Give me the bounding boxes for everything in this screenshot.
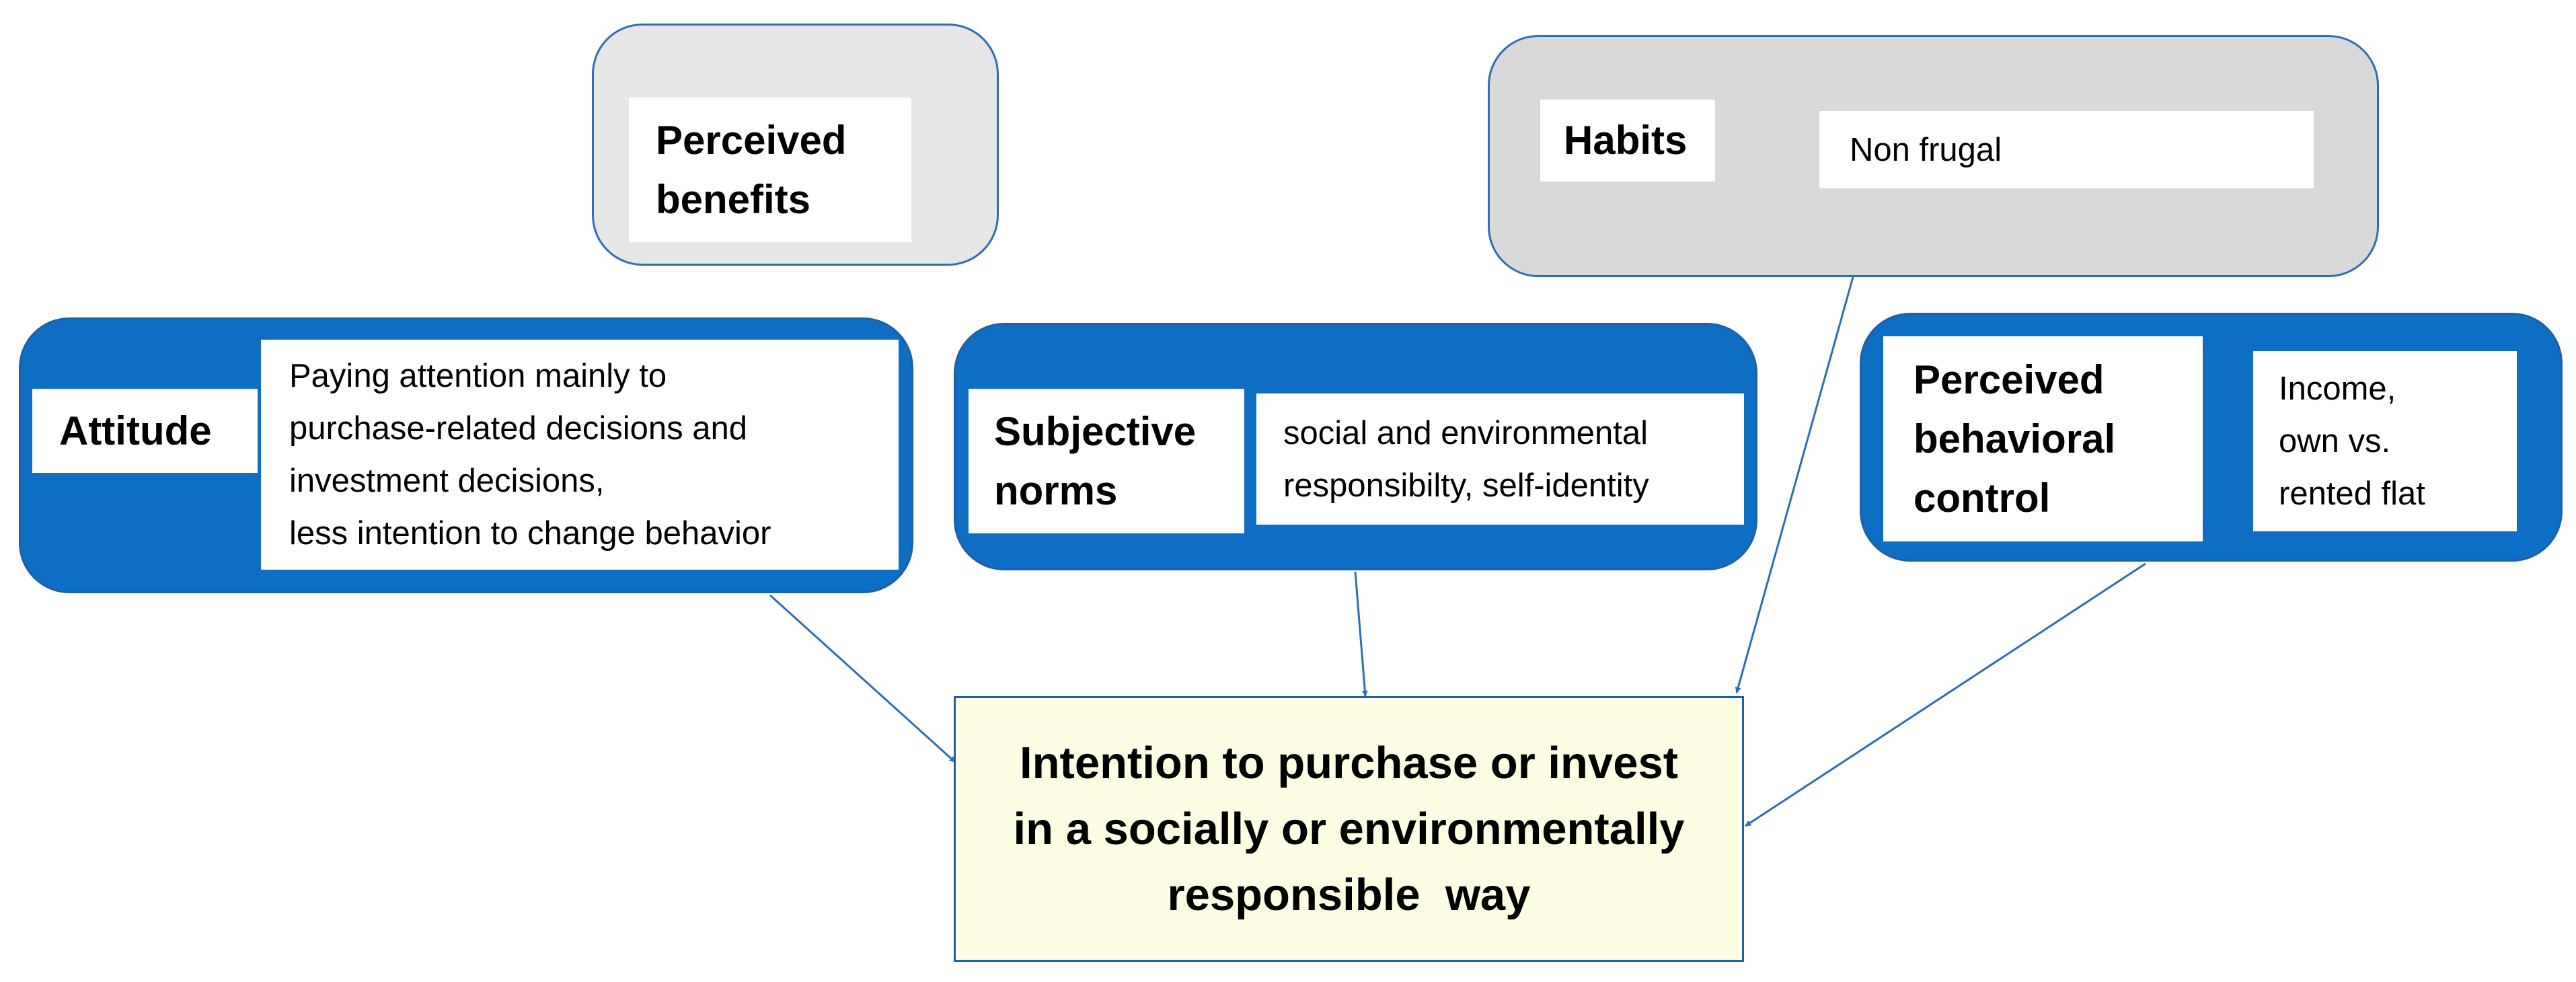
perceived-behavioral-control-label: Perceived behavioral control <box>1883 336 2203 541</box>
intention-line-1: Intention to purchase or invest <box>1019 737 1679 788</box>
attitude-description-line-1: Paying attention mainly to <box>289 358 667 394</box>
perceived-benefits-label: Perceived benefits <box>629 98 911 242</box>
attitude-description-line-3: investment decisions, <box>289 463 605 499</box>
subjective-norms-description: social and environmental responsibilty, … <box>1256 393 1744 525</box>
attitude-description-line-4: less intention to change behavior <box>289 515 771 552</box>
subjective-norms-label: Subjective norms <box>969 389 1244 533</box>
arrow-subjective-norms-to-intention <box>1354 571 1368 697</box>
intention-box: Intention to purchase or invest in a soc… <box>954 696 1744 962</box>
intention-line-2: in a socially or environmentally <box>1013 803 1685 854</box>
habits-label: Habits <box>1540 100 1715 182</box>
perceived-behavioral-control-description: Income, own vs. rented flat <box>2253 351 2517 531</box>
habits-description: Non frugal <box>1819 111 2314 188</box>
perceived-benefits-line-1: Perceived <box>656 117 847 163</box>
intention-line-3: responsible way <box>1167 869 1531 920</box>
attitude-description: Paying attention mainly to purchase-rela… <box>261 340 899 570</box>
attitude-label: Attitude <box>32 389 258 473</box>
perceived-behavioral-control-line-3: control <box>1914 475 2051 521</box>
perceived-behavioral-control-line-1: Perceived <box>1914 356 2105 402</box>
perceived-behavioral-control-line-2: behavioral <box>1914 416 2116 461</box>
subjective-norms-line-2: norms <box>994 467 1118 513</box>
subjective-norms-line-1: Subjective <box>994 408 1197 454</box>
perceived-benefits-line-2: benefits <box>656 176 811 222</box>
perceived-behavioral-control-description-line-3: rented flat <box>2279 476 2425 512</box>
subjective-norms-description-line-2: responsibilty, self-identity <box>1283 467 1649 504</box>
arrow-attitude-to-intention <box>769 594 956 763</box>
perceived-behavioral-control-description-line-1: Income, <box>2279 371 2396 407</box>
attitude-description-line-2: purchase-related decisions and <box>289 410 747 447</box>
subjective-norms-description-line-1: social and environmental <box>1283 414 1649 451</box>
perceived-behavioral-control-description-line-2: own vs. <box>2279 423 2391 459</box>
arrow-perceived-behavioral-control-to-intention <box>1745 562 2146 827</box>
